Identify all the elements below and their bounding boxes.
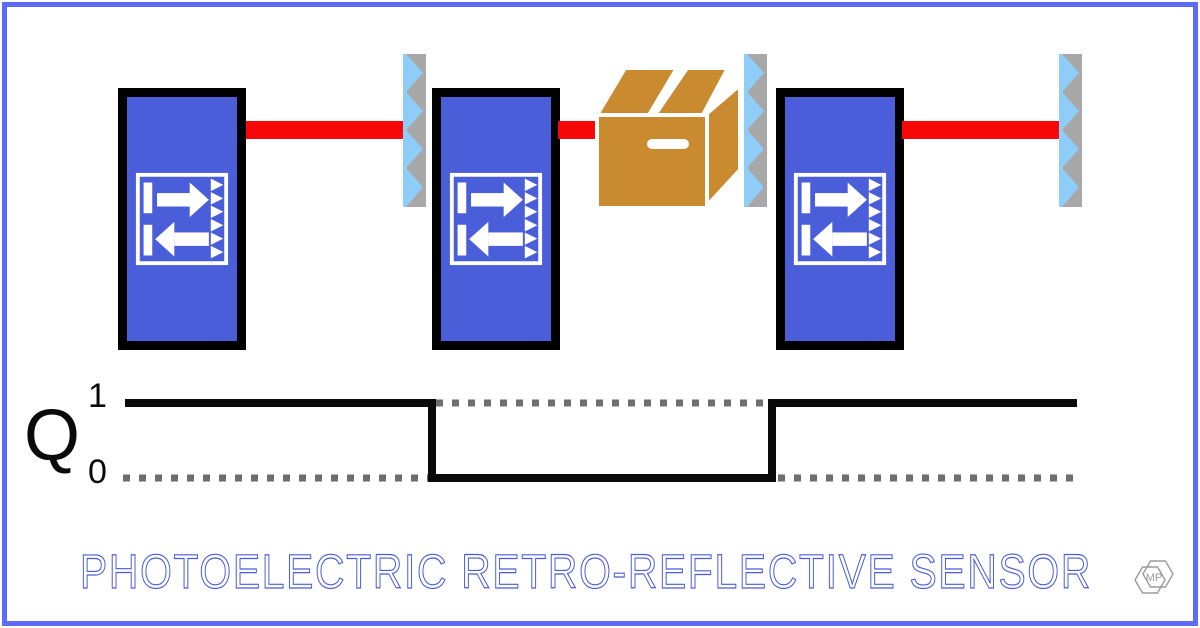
sensor-symbol-icon: [449, 172, 543, 266]
light-beam-2-blocked: [558, 121, 600, 139]
retro-reflective-sensor-2: [432, 88, 560, 350]
logic-low-label: 0: [88, 453, 107, 491]
page-title: PHOTOELECTRIC RETRO-REFLECTIVE SENSOR: [80, 546, 1092, 599]
retro-reflective-sensor-1: [118, 88, 246, 350]
timing-diagram: [123, 399, 1078, 482]
reflector-1: [403, 54, 426, 207]
mp-hexagon-logo-icon: MP: [1134, 560, 1174, 594]
caption-area: PHOTOELECTRIC RETRO-REFLECTIVE SENSOR: [79, 545, 1092, 599]
sensor-symbol-icon: [793, 172, 887, 266]
light-beam-3: [902, 121, 1060, 139]
logo-text: MP: [1146, 572, 1163, 584]
logic-high-label: 1: [88, 377, 107, 415]
light-beam-1: [246, 121, 406, 139]
retro-reflective-sensor-3: [776, 88, 904, 350]
sensor-symbol-icon: [135, 172, 229, 266]
cardboard-box-icon: [593, 66, 742, 212]
signal-name-label: Q: [24, 396, 81, 476]
reflector-3: [1059, 54, 1082, 207]
reflector-2: [744, 54, 767, 207]
